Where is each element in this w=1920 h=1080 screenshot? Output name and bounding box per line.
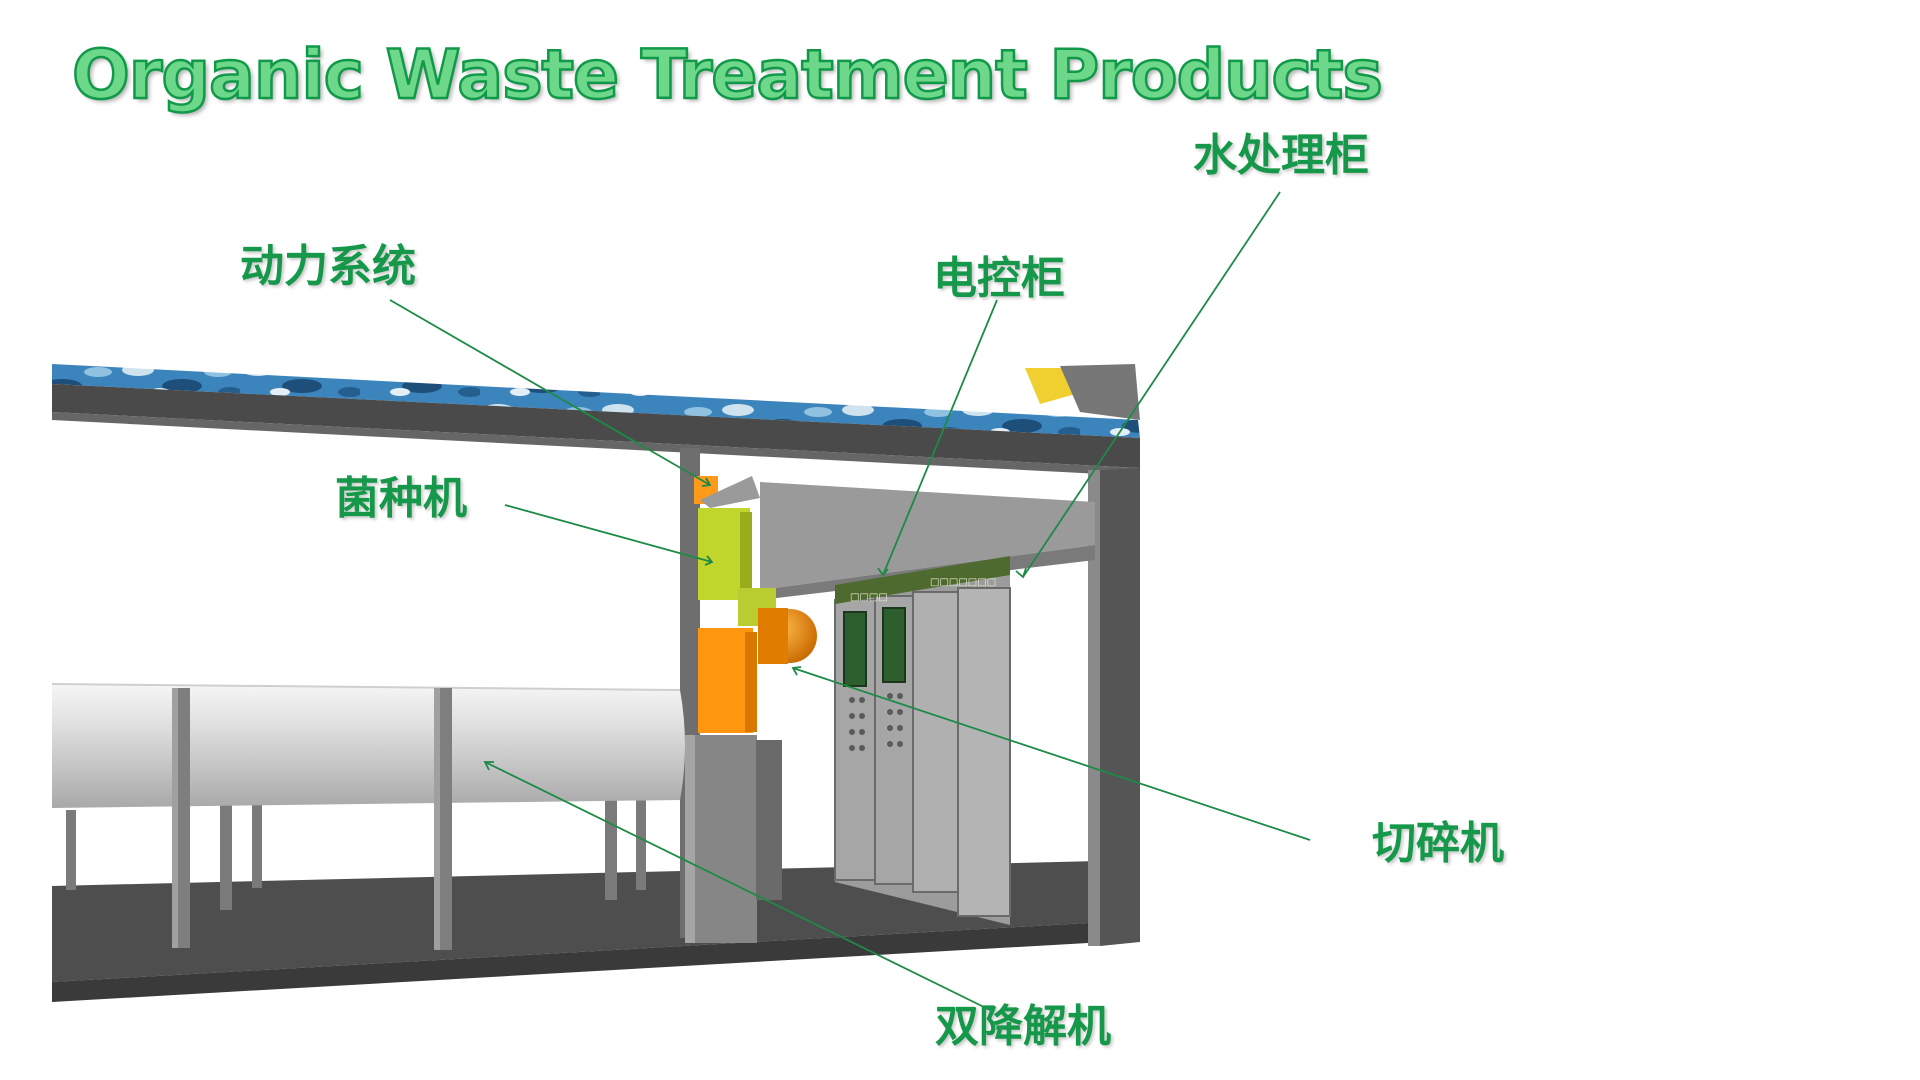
page-title: Organic Waste Treatment Products bbox=[71, 35, 1384, 117]
label-shredder: 切碎机 bbox=[1372, 818, 1504, 869]
label-inoculant-machine: 菌种机 bbox=[335, 473, 467, 524]
label-power-system: 动力系统 bbox=[240, 241, 416, 292]
floor bbox=[52, 860, 1140, 1002]
degrader-tank bbox=[51, 683, 685, 950]
roof bbox=[52, 364, 1140, 476]
machinery-column bbox=[685, 476, 817, 943]
svg-text:□□□□□□□: □□□□□□□ bbox=[930, 577, 996, 588]
label-water-treatment-cabinet: 水处理柜 bbox=[1193, 130, 1369, 181]
label-control-cabinet: 电控柜 bbox=[933, 253, 1065, 304]
leader-lines bbox=[389, 191, 1311, 1011]
shredder-body bbox=[698, 628, 753, 733]
svg-text:□□□□: □□□□ bbox=[850, 592, 888, 603]
label-double-degrader: 双降解机 bbox=[935, 1001, 1111, 1052]
right-wall bbox=[1088, 468, 1140, 946]
cabinets: □□□□ □□□□□□□ bbox=[834, 556, 1011, 925]
